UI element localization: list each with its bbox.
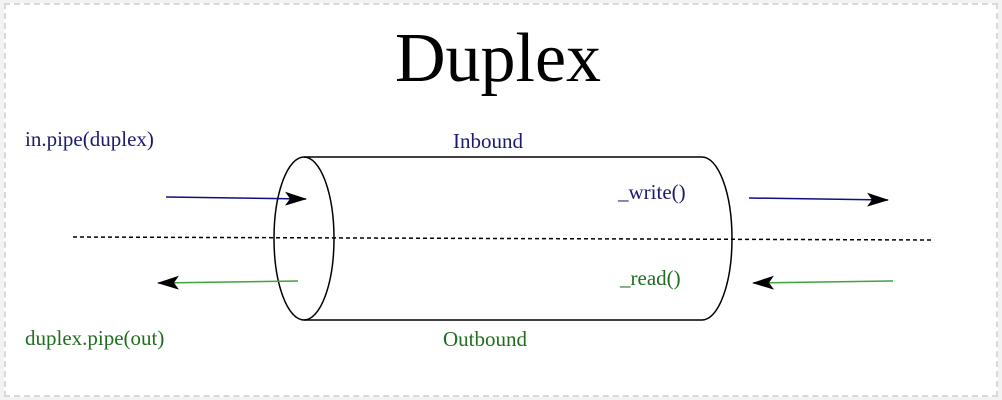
inbound-arrow-in <box>165 191 307 206</box>
outbound-label: Outbound <box>443 327 527 351</box>
write-method-label: _write() <box>618 180 686 204</box>
outbound-arrow-in <box>752 275 894 290</box>
diagram-frame <box>4 3 998 397</box>
in-pipe-label: in.pipe(duplex) <box>25 127 154 151</box>
diagram-title: Duplex <box>394 20 602 97</box>
inbound-label: Inbound <box>453 129 523 153</box>
inbound-arrow-out <box>748 192 889 207</box>
read-method-label: _read() <box>620 266 681 290</box>
divider-line <box>72 236 933 241</box>
cylinder-back-end <box>701 156 733 321</box>
duplex-pipe-label: duplex.pipe(out) <box>25 326 165 350</box>
outbound-arrow-out <box>157 275 299 290</box>
